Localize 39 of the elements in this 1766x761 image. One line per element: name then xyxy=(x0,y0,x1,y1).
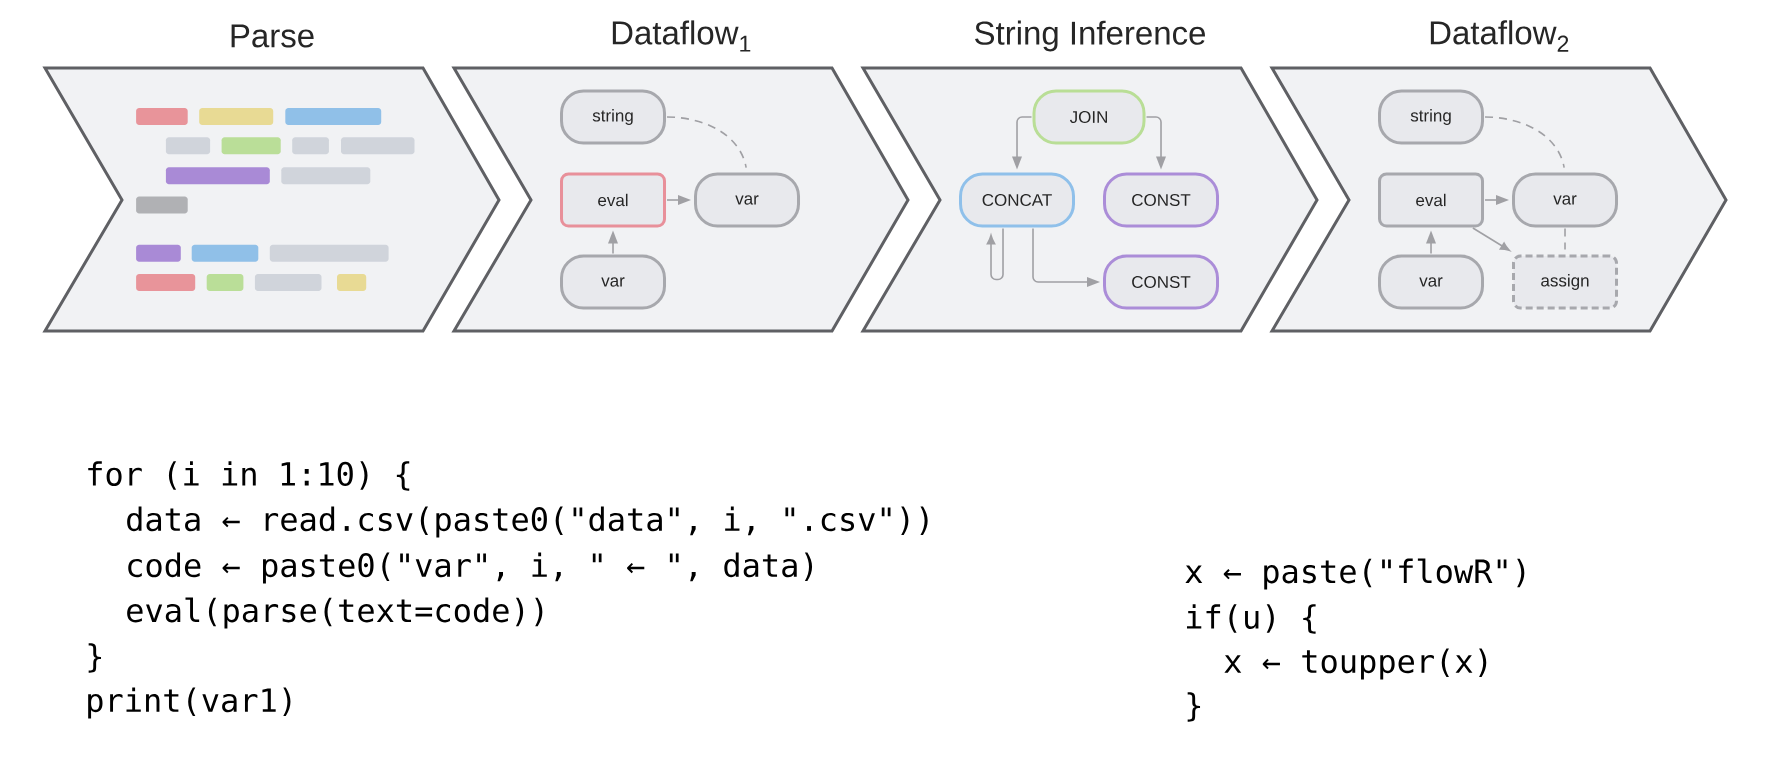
code-line: code ← paste0("var", i, " ← ", data) xyxy=(128,552,813,584)
dashed-line xyxy=(1564,227,1566,251)
pill-node: var xyxy=(1378,254,1484,310)
code-line: eval(parse(text=code)) xyxy=(127,597,543,629)
arrow xyxy=(986,227,1004,281)
pill-node: string xyxy=(1378,89,1484,145)
eval-box: eval xyxy=(1378,172,1484,228)
pill-node: CONCAT xyxy=(959,172,1075,228)
pill-node: string xyxy=(560,89,666,145)
code-line: } xyxy=(88,643,101,673)
assign-box: assign xyxy=(1512,254,1618,310)
stage-title: Dataflow$_{2}$ xyxy=(1430,20,1569,52)
stage-title: String Inference xyxy=(975,20,1205,52)
arrow xyxy=(1145,116,1166,170)
arrow xyxy=(1484,195,1509,205)
pill-node: var xyxy=(694,172,800,228)
arrow xyxy=(1426,230,1436,255)
eval-box: eval xyxy=(560,172,666,228)
pill-node: JOIN xyxy=(1032,89,1146,145)
code-line: data ← read.csv(paste0("data", i, ".csv")) xyxy=(127,506,928,538)
code-line: if(u) { xyxy=(1187,604,1316,634)
stage-title: Parse xyxy=(231,24,314,48)
arrow xyxy=(608,230,618,255)
dashed-line xyxy=(666,116,747,169)
code-line: for (i in 1:10) { xyxy=(88,461,410,491)
arrow xyxy=(1012,116,1033,170)
arrow xyxy=(666,195,691,205)
dashed-line xyxy=(1484,116,1565,169)
code-line: print(var1) xyxy=(88,687,291,719)
stage-title: Dataflow$_{1}$ xyxy=(612,20,751,52)
code-line: x ← paste("flowR") xyxy=(1185,558,1525,590)
pill-node: var xyxy=(1512,172,1618,228)
code-line: } xyxy=(1187,692,1200,722)
arrow xyxy=(1472,227,1510,252)
code-line: x ← toupper(x) xyxy=(1224,648,1487,680)
pill-node: var xyxy=(560,254,666,310)
pill-node: CONST xyxy=(1103,172,1219,228)
pill-node: CONST xyxy=(1103,254,1219,310)
arrow xyxy=(1032,227,1100,287)
